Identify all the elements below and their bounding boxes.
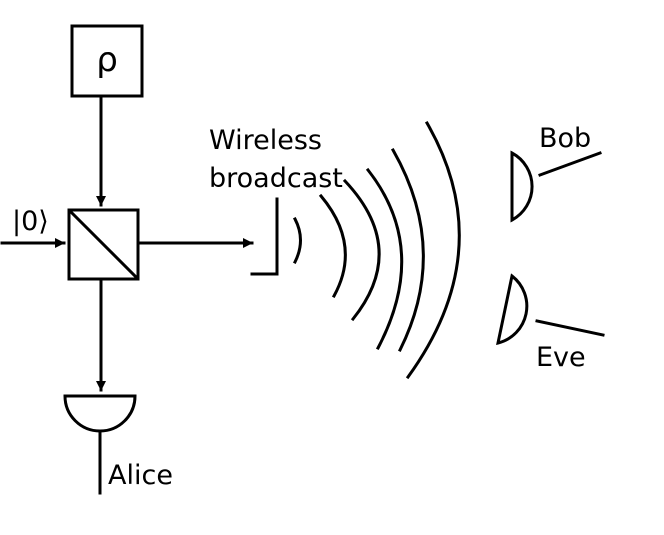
source-box: ρ bbox=[70, 24, 144, 98]
wave-6 bbox=[405, 120, 461, 380]
wave-2 bbox=[318, 193, 347, 299]
broadcast-waves bbox=[292, 120, 461, 380]
wave-5 bbox=[390, 147, 425, 353]
eve-detector bbox=[496, 273, 605, 346]
wave-1 bbox=[292, 216, 302, 265]
broadcast-label-line1: Wireless bbox=[209, 125, 322, 156]
beam-splitter bbox=[67, 208, 140, 281]
wave-3 bbox=[342, 178, 381, 322]
input-state-label: |0⟩ bbox=[12, 206, 49, 237]
antenna bbox=[250, 197, 279, 276]
eve-label: Eve bbox=[536, 342, 586, 373]
bob-label: Bob bbox=[539, 123, 591, 154]
source-label: ρ bbox=[96, 40, 118, 80]
wave-4 bbox=[365, 167, 404, 351]
alice-label: Alice bbox=[108, 460, 173, 491]
broadcast-label-line2: broadcast bbox=[209, 163, 343, 194]
bob-detector bbox=[510, 150, 602, 223]
alice-detector bbox=[63, 394, 137, 495]
